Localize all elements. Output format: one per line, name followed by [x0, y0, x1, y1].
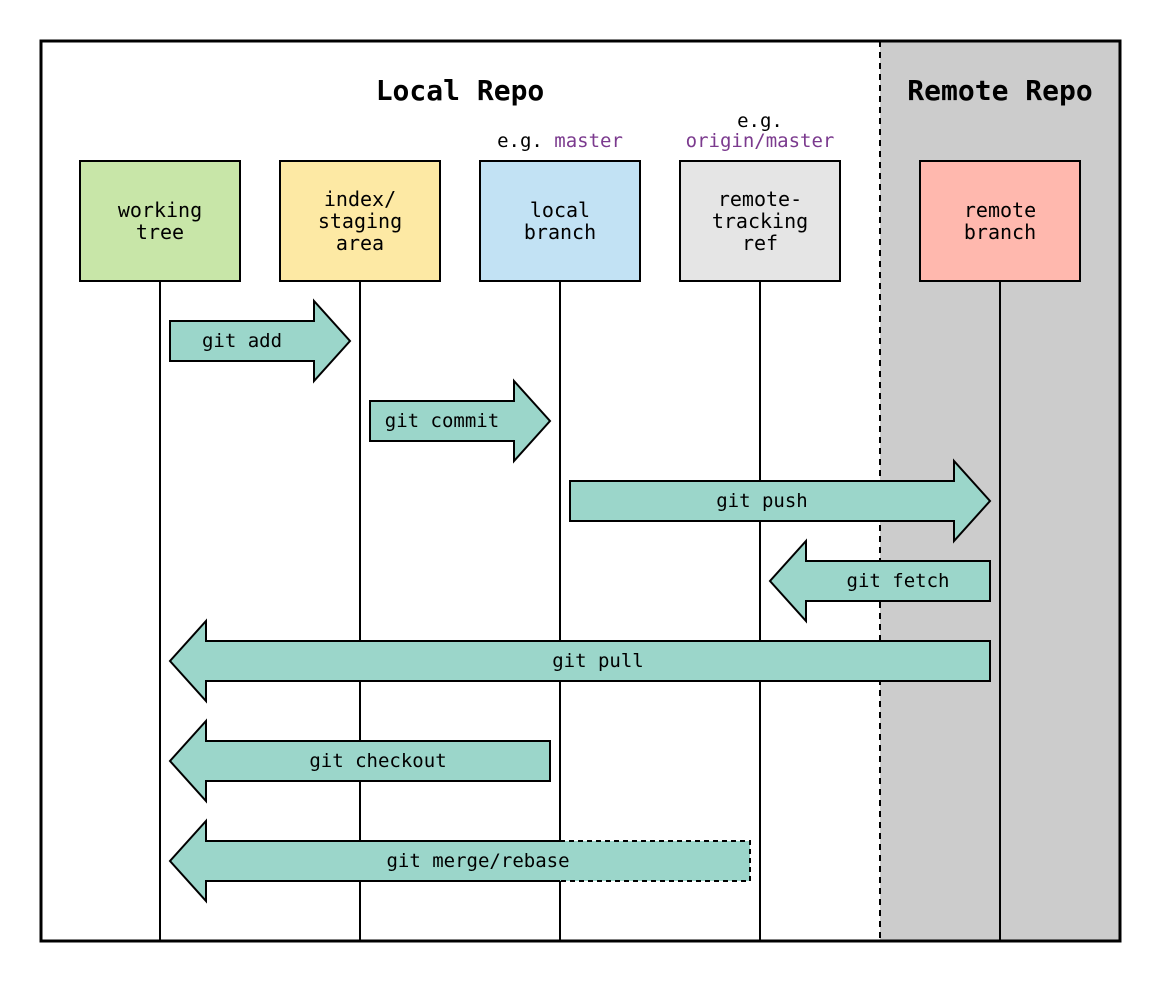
- arrow-git-fetch: git fetch: [768, 538, 991, 624]
- tracking-ref-example-prefix: e.g.: [737, 110, 783, 132]
- arrow-git-push: git push: [569, 458, 992, 544]
- staging-area-label-line: area: [336, 231, 384, 255]
- remote-branch-label-line: remote: [964, 198, 1036, 222]
- arrow-label: git merge/rebase: [386, 850, 569, 872]
- arrow-git-pull: git pull: [168, 618, 991, 704]
- remote-tracking-ref-label-line: tracking: [712, 209, 808, 233]
- remote-repo-title: Remote Repo: [907, 74, 1092, 107]
- arrow-label: git commit: [385, 410, 499, 432]
- working-tree-label-line: working: [118, 198, 202, 222]
- outer-frame: [39, 39, 1122, 943]
- local-repo-title: Local Repo: [376, 74, 545, 107]
- local-branch-label-line: local: [530, 198, 590, 222]
- arrow-git-checkout: git checkout: [168, 718, 551, 804]
- remote-branch-label-line: branch: [964, 220, 1036, 244]
- arrow-git-merge-rebase: git merge/rebase: [168, 818, 751, 904]
- arrow-label: git pull: [552, 650, 644, 672]
- column-boxes: workingtreeindex/stagingarealocalbranchr…: [79, 160, 1081, 282]
- staging-area-label-line: staging: [318, 209, 402, 233]
- local-branch-label-line: branch: [524, 220, 596, 244]
- remote-tracking-ref-label-line: ref: [742, 231, 778, 255]
- arrow-label: git push: [716, 490, 808, 512]
- arrow-label: git add: [202, 330, 282, 352]
- tracking-ref-example-name: origin/master: [686, 130, 835, 152]
- arrow-label: git fetch: [847, 570, 950, 592]
- lifelines: [159, 281, 1001, 941]
- remote-tracking-ref-label-line: remote-: [718, 187, 802, 211]
- arrow-git-add: git add: [169, 298, 352, 384]
- arrow-git-commit: git commit: [369, 378, 552, 464]
- staging-area-label-line: index/: [324, 187, 396, 211]
- local-branch-example: e.g. master: [497, 130, 623, 152]
- working-tree-label-line: tree: [136, 220, 184, 244]
- local-branch-example-name: master: [554, 130, 623, 152]
- command-arrows: git add git commit git push git fetch git pu…: [168, 298, 992, 904]
- arrow-label: git checkout: [309, 750, 446, 772]
